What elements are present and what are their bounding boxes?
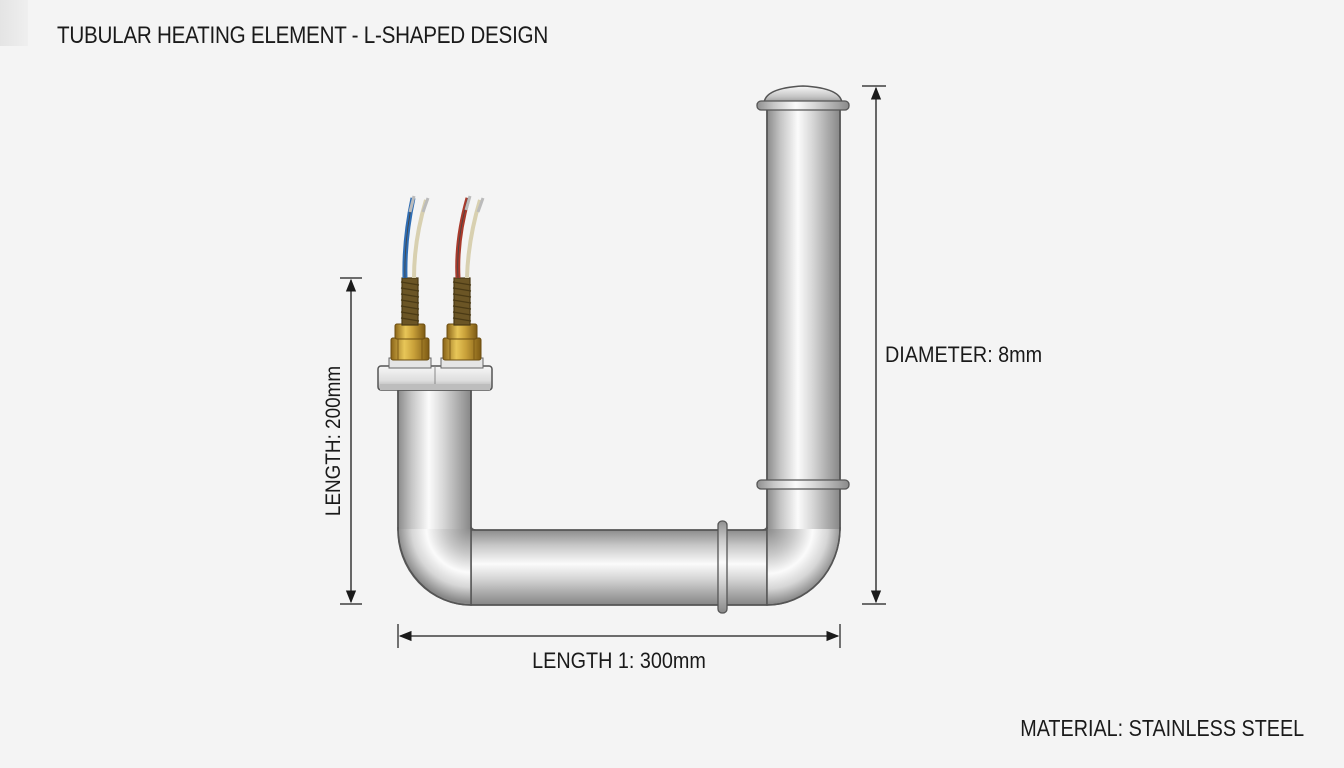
terminal-base bbox=[377, 365, 493, 391]
length-vertical-label: LENGTH: 200mm bbox=[322, 366, 345, 516]
tube-elbow-right bbox=[766, 527, 841, 606]
diameter-label: DIAMETER: 8mm bbox=[885, 343, 1042, 367]
dimension-length-vertical: LENGTH: 200mm bbox=[322, 277, 362, 605]
terminal-left bbox=[388, 195, 432, 369]
material-label: MATERIAL: STAINLESS STEEL bbox=[1020, 715, 1304, 741]
dimension-diameter: DIAMETER: 8mm bbox=[862, 85, 1042, 605]
length-horizontal-label: LENGTH 1: 300mm bbox=[532, 649, 706, 673]
diagram-title: TUBULAR HEATING ELEMENT - L-SHAPED DESIG… bbox=[57, 22, 548, 49]
clamp-ring-horizontal bbox=[717, 520, 728, 614]
dimension-length-horizontal: LENGTH 1: 300mm bbox=[397, 624, 841, 673]
clamp-ring-vertical bbox=[756, 479, 850, 490]
end-cap bbox=[756, 85, 850, 111]
terminal-right bbox=[440, 195, 485, 369]
tube-elbow-left bbox=[397, 527, 472, 606]
corner-mark bbox=[0, 0, 28, 46]
